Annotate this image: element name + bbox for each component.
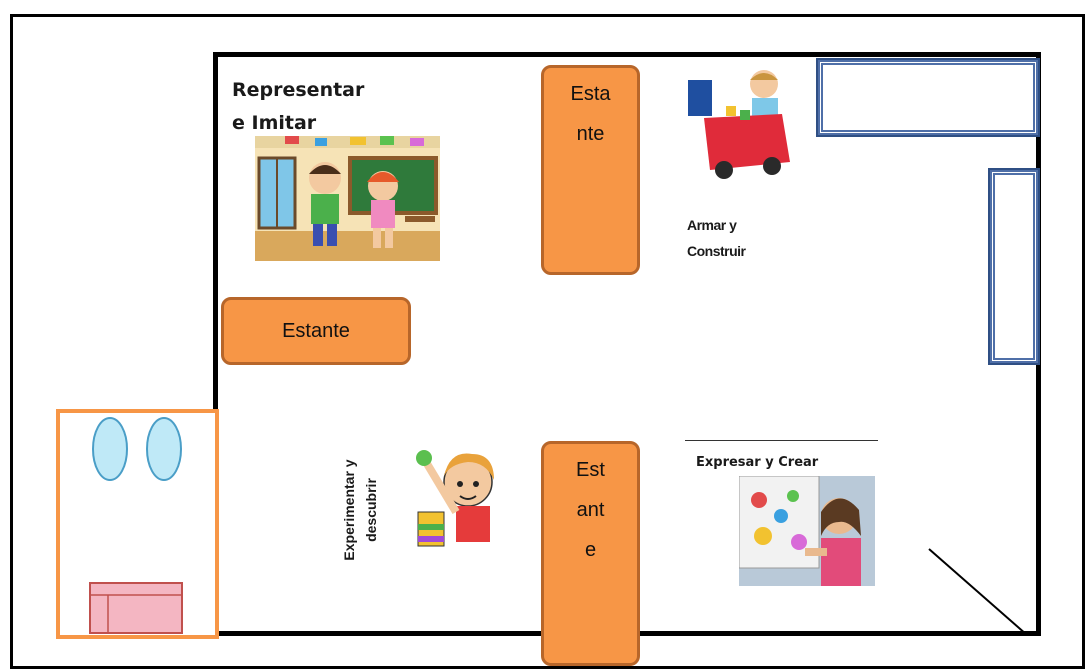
armar-construir-illustration (686, 66, 801, 181)
toilet-icon (92, 417, 128, 481)
table-top-right (816, 58, 1040, 137)
experimentar-descubrir-illustration (406, 440, 516, 552)
table-right-wall (988, 168, 1040, 365)
representar-imitar-illustration (255, 136, 440, 261)
label-experimentar-descubrir: Experimentar y descubrir (341, 459, 379, 561)
expresar-crear-illustration (739, 476, 875, 586)
label-expresar-crear: Expresar y Crear (696, 455, 819, 470)
shelf-top: Esta nte (541, 65, 640, 275)
sink-icon (89, 582, 183, 634)
door-line (928, 548, 1028, 636)
label-representar-imitar: Representar e Imitar (232, 79, 365, 134)
shelf-bottom: Est ant e (541, 441, 640, 666)
toilet-icon (146, 417, 182, 481)
bathroom-area (56, 409, 219, 639)
expresar-crear-divider (685, 440, 878, 441)
shelf-left: Estante (221, 297, 411, 365)
label-armar-construir: Armar y Construir (687, 217, 746, 259)
